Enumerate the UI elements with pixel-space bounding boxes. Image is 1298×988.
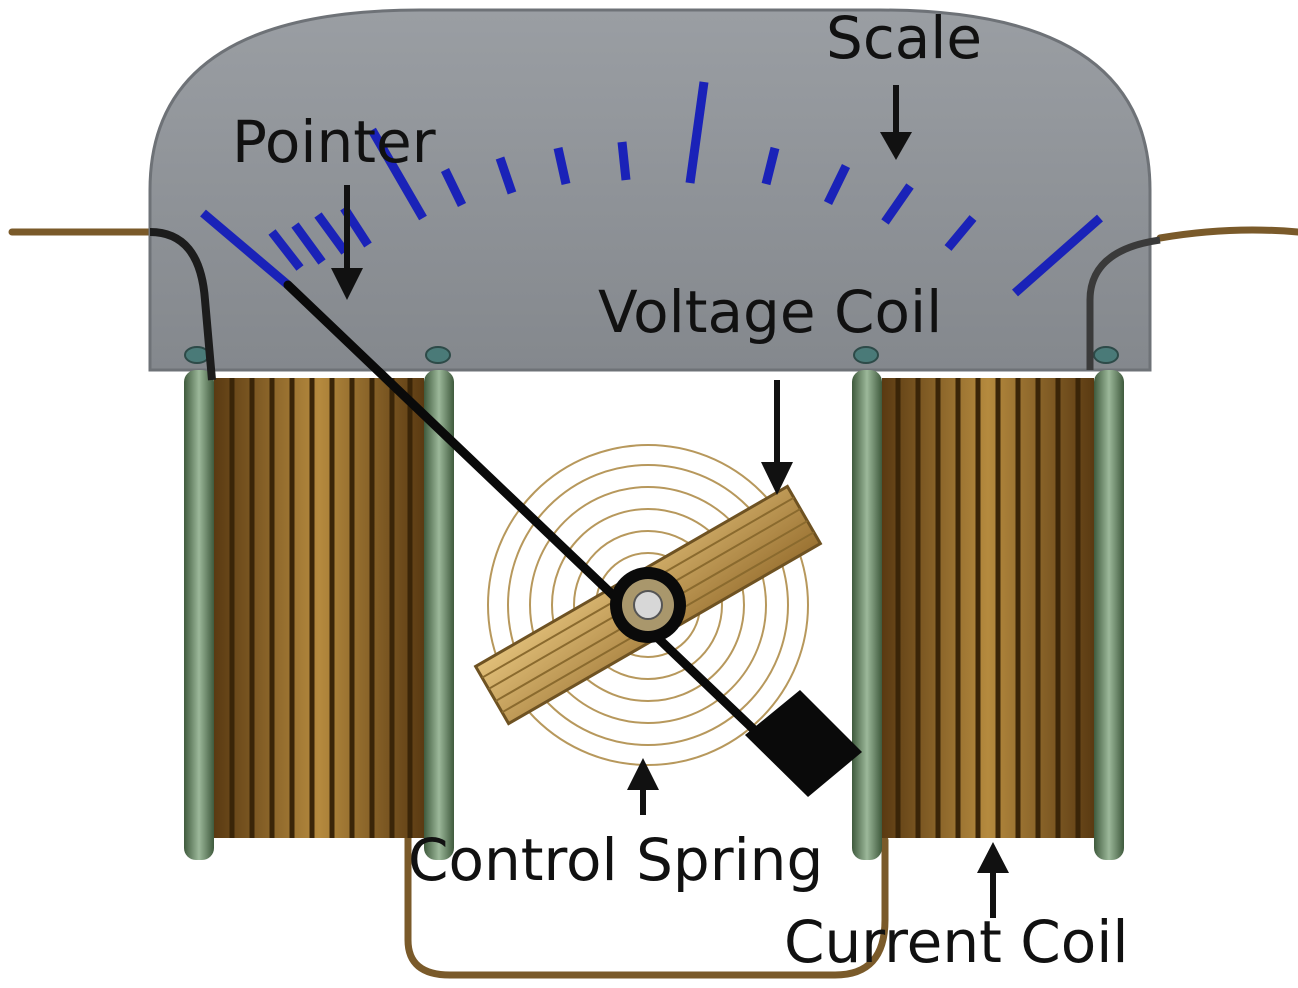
scale-tick xyxy=(291,222,326,265)
pointer-arrow xyxy=(331,185,363,300)
control-spring-label: Control Spring xyxy=(408,826,823,894)
screw xyxy=(853,346,879,364)
right-current-coil xyxy=(852,370,1124,860)
coil-turns xyxy=(229,378,413,838)
scale-tick xyxy=(440,168,467,207)
scale-tick xyxy=(553,147,571,185)
scale-tick xyxy=(944,215,977,251)
coil-turns xyxy=(895,378,1081,838)
coil-frame-left-post xyxy=(852,370,882,860)
scale-tick xyxy=(200,209,291,289)
coil-frame-right-post xyxy=(1094,370,1124,860)
current-coil-label: Current Coil xyxy=(784,908,1129,976)
control-spring-arrow xyxy=(627,758,659,815)
coil-frame-right-post xyxy=(424,370,454,860)
right-coil-wire xyxy=(1086,236,1161,370)
coil-frame-left-post xyxy=(184,370,214,860)
scale-tick xyxy=(617,141,631,181)
pointer xyxy=(283,280,862,797)
control-spring xyxy=(487,444,809,766)
current-coil-arrow xyxy=(977,842,1009,918)
scale-tick xyxy=(685,81,709,184)
scale-ticks xyxy=(200,81,1103,297)
connecting-wire xyxy=(404,796,889,979)
pointer-label: Pointer xyxy=(232,108,436,176)
voltage-coil-label: Voltage Coil xyxy=(598,278,942,346)
scale-tick xyxy=(1012,214,1103,297)
left-coil-wire xyxy=(149,228,216,381)
screw xyxy=(1093,346,1119,364)
pointer-counterweight xyxy=(745,690,862,797)
label-arrows xyxy=(331,85,1009,918)
voltage-coil-arrow xyxy=(761,380,793,495)
coil-winding xyxy=(214,378,424,838)
coil-winding xyxy=(882,378,1094,838)
dial-face xyxy=(148,8,1152,372)
right-lead-wire xyxy=(1156,226,1298,242)
screw xyxy=(425,346,451,364)
mounting-screws xyxy=(184,346,1119,364)
scale-tick xyxy=(495,156,517,195)
lead-wires xyxy=(8,226,1298,979)
scale-label: Scale xyxy=(826,4,982,72)
scale-arrow xyxy=(880,85,912,160)
scale-tick xyxy=(314,212,349,255)
scale-tick xyxy=(368,127,427,221)
scale-tick xyxy=(881,183,914,225)
scale-tick xyxy=(823,164,851,205)
left-current-coil xyxy=(184,370,454,860)
scale-tick xyxy=(268,229,304,271)
scale-tick xyxy=(761,146,780,186)
